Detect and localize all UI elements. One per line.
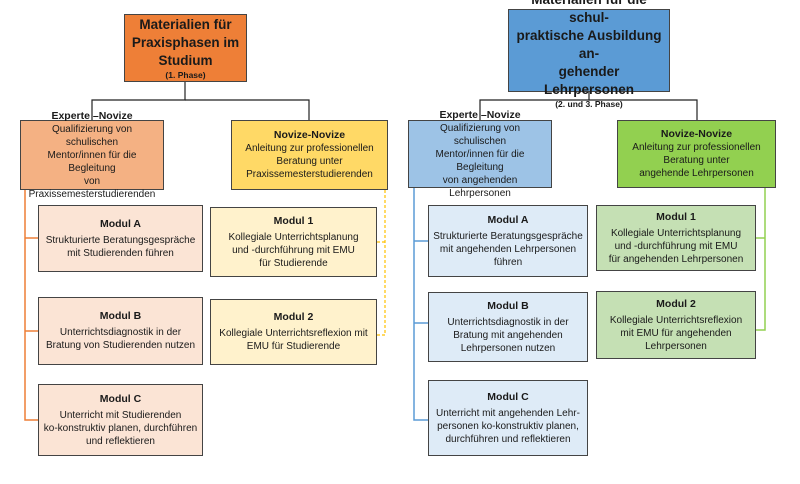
left-modul-1-title: Modul 1 xyxy=(273,214,314,227)
right-experte-novize-box: Experte –Novize Qualifizierung von schul… xyxy=(408,109,552,199)
right-modul-1-text: Kollegiale Unterrichtsplanung und -durch… xyxy=(608,227,744,265)
left-novize-novize-box: Novize-Novize Anleitung zur professionel… xyxy=(231,120,388,190)
right-modul-a-box: Modul A Strukturierte Beratungsgespräche… xyxy=(428,205,588,277)
left-root-subtitle: (1. Phase) xyxy=(165,69,206,80)
right-experte-text: Qualifizierung von schulischen Mentor/in… xyxy=(435,122,525,199)
left-modul-1-box: Modul 1 Kollegiale Unterrichtsplanung un… xyxy=(210,207,377,277)
right-root-subtitle: (2. und 3. Phase) xyxy=(555,99,623,109)
left-modul-c-title: Modul C xyxy=(99,392,142,405)
left-modul-c-box: Modul C Unterricht mit Studierenden ko-k… xyxy=(38,384,203,456)
right-novize-novize-box: Novize-Novize Anleitung zur professionel… xyxy=(617,120,776,188)
right-modul-c-text: Unterricht mit angehenden Lehr- personen… xyxy=(436,407,580,445)
left-modul-a-title: Modul A xyxy=(99,217,141,230)
right-modul-2-text: Kollegiale Unterrichtsreflexion mit EMU … xyxy=(609,314,743,352)
left-root-title: Materialien für Praxisphasen im Studium xyxy=(131,16,240,68)
right-root-title: Materialien für die schul- praktische Au… xyxy=(516,0,662,97)
left-experte-novize-box: Experte –Novize Qualifizierung von schul… xyxy=(20,110,164,200)
right-modul-b-text: Unterrichtsdiagnostik in der Bratung mit… xyxy=(447,316,569,354)
right-experte-title: Experte –Novize xyxy=(439,108,521,121)
left-novize-title: Novize-Novize xyxy=(273,129,346,141)
left-modul-b-title: Modul B xyxy=(99,310,142,322)
left-modul-1-text: Kollegiale Unterrichtsplanung und -durch… xyxy=(228,231,359,269)
right-modul-a-text: Strukturierte Beratungsgespräche mit ang… xyxy=(433,230,583,268)
right-modul-b-title: Modul B xyxy=(487,299,529,312)
right-novize-text: Anleitung zur professionellen Beratung u… xyxy=(632,142,761,179)
left-tree-connectors xyxy=(24,82,386,421)
left-modul-a-box: Modul A Strukturierte Beratungsgespräche… xyxy=(38,205,203,272)
right-modul-a-title: Modul A xyxy=(487,213,529,226)
left-experte-text: Qualifizierung von schulischen Mentor/in… xyxy=(28,123,156,200)
left-root-box: Materialien für Praxisphasen im Studium … xyxy=(124,14,247,82)
left-modul-2-title: Modul 2 xyxy=(273,311,314,323)
left-modul-b-box: Modul B Unterrichtsdiagnostik in der Bra… xyxy=(38,297,203,365)
left-modul-c-text: Unterricht mit Studierenden ko-konstrukt… xyxy=(43,409,198,447)
left-novize-text: Anleitung zur professionellen Beratung u… xyxy=(245,143,374,180)
left-modul-a-text: Strukturierte Beratungsgespräche mit Stu… xyxy=(45,234,196,259)
right-modul-c-title: Modul C xyxy=(487,390,529,403)
right-modul-c-box: Modul C Unterricht mit angehenden Lehr- … xyxy=(428,380,588,456)
right-modul-b-box: Modul B Unterrichtsdiagnostik in der Bra… xyxy=(428,292,588,362)
right-modul-1-box: Modul 1 Kollegiale Unterrichtsplanung un… xyxy=(596,205,756,271)
right-tree-connectors xyxy=(413,92,766,421)
right-modul-2-title: Modul 2 xyxy=(656,297,696,310)
left-modul-2-box: Modul 2 Kollegiale Unterrichtsreflexion … xyxy=(210,299,377,365)
right-root-box: Materialien für die schul- praktische Au… xyxy=(508,0,670,109)
right-modul-2-box: Modul 2 Kollegiale Unterrichtsreflexion … xyxy=(596,291,756,359)
left-modul-b-text: Unterrichtsdiagnostik in der Bratung von… xyxy=(46,327,195,351)
right-novize-title: Novize-Novize xyxy=(660,128,733,140)
left-modul-2-text: Kollegiale Unterrichtsreflexion mit EMU … xyxy=(219,328,368,352)
left-experte-title: Experte –Novize xyxy=(51,109,133,122)
right-modul-1-title: Modul 1 xyxy=(656,210,696,223)
